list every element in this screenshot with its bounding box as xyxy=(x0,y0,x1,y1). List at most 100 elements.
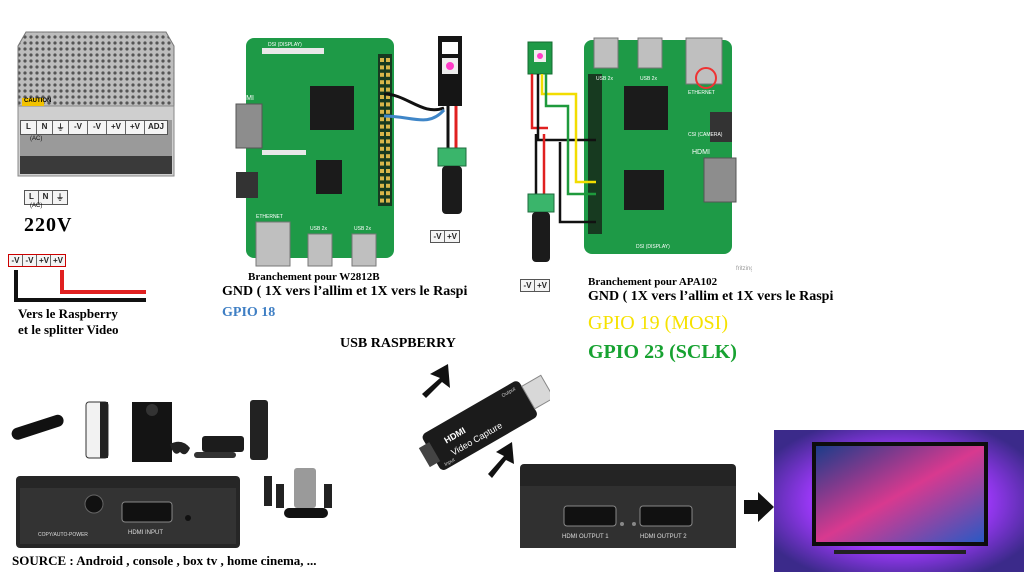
pi-ethernet-label: ETHERNET xyxy=(256,214,283,220)
android-tv-box-icon xyxy=(250,400,268,460)
power-supply: CAUTION L N ⏚ -V -V +V +V ADJ (AC) xyxy=(16,28,176,180)
gpio-pin xyxy=(386,154,390,159)
pi-usb-label: USB 2x xyxy=(310,226,327,232)
gpio-pin xyxy=(386,124,390,129)
apa-terminal-zoom: -V +V xyxy=(520,279,550,292)
pi-usb-label: USB 2x xyxy=(596,76,613,82)
gpio-pin xyxy=(380,139,384,144)
ac-terminal-zoom: L N ⏚ xyxy=(24,190,68,205)
psu-caution-label: CAUTION xyxy=(24,98,52,104)
gpio-pin xyxy=(380,132,384,136)
mosi-wire xyxy=(540,74,596,184)
pi-csi-label: CSI (CAMERA) xyxy=(688,132,723,138)
pi-hdmi-label: HDMI xyxy=(692,149,710,156)
apa102-gpio-mosi: GPIO 19 (MOSI) xyxy=(588,312,728,334)
gpio-pin xyxy=(386,146,390,151)
gpio-pin xyxy=(380,65,384,70)
gnd-wire xyxy=(383,92,445,112)
psu-terminal: ⏚ xyxy=(53,121,69,134)
capture-body xyxy=(422,381,537,470)
gpio-pin xyxy=(386,87,390,92)
video-capture-dongle: HDMI Video Capture Input Output xyxy=(418,364,550,478)
psu-terminal: +V xyxy=(126,121,145,134)
pi-usb-label: USB 2x xyxy=(354,226,371,232)
ws2812b-caption: Branchement pour W2812B xyxy=(248,271,380,283)
gpio-pin xyxy=(380,183,384,188)
gpio-pin xyxy=(380,72,384,77)
ws2812b-gnd-line: GND ( 1X vers l’allim et 1X vers le Rasp… xyxy=(222,284,468,299)
gpio-pin xyxy=(380,146,384,151)
ambilight-tv xyxy=(774,430,1024,572)
gpio-pin xyxy=(380,109,384,114)
sclk-wire xyxy=(544,74,596,196)
gpio-pin xyxy=(380,169,384,173)
splitter-port-label: HDMI OUTPUT 1 xyxy=(562,534,609,540)
psu-terminal: L xyxy=(21,121,37,134)
gpio-pin xyxy=(386,65,390,70)
psu-ac-marking: (AC) xyxy=(30,136,43,142)
tv-box-icon xyxy=(202,436,244,452)
apa102-gpio-sclk: GPIO 23 (SCLK) xyxy=(588,341,737,363)
pi-ethernet-label: ETHERNET xyxy=(688,90,715,96)
hdmi-switch-box: COPY/AUTO-POWER HDMI INPUT xyxy=(16,476,240,548)
gpio-pin xyxy=(386,169,390,173)
dc-terminal: -V xyxy=(23,255,37,266)
gpio-pin xyxy=(386,198,390,203)
pi-dsi-label: DSI (DISPLAY) xyxy=(268,42,302,48)
arrow-right-icon xyxy=(744,492,774,522)
data-wire xyxy=(383,108,446,122)
soc-chip xyxy=(624,86,668,130)
arrow-up-left-icon xyxy=(422,364,450,398)
capture-input-label: Input xyxy=(443,457,456,468)
switch-port-label: COPY/AUTO-POWER xyxy=(38,532,88,538)
pi-dsi-label: DSI (DISPLAY) xyxy=(636,244,670,250)
gpio-pin xyxy=(386,117,390,122)
gpio-pin xyxy=(386,102,390,107)
apa102-caption: Branchement pour APA102 xyxy=(588,276,718,288)
apa102-gnd-line: GND ( 1X vers l’allim et 1X vers le Rasp… xyxy=(588,289,834,304)
dc-terminal: +V xyxy=(51,255,65,266)
usb-raspberry-label: USB RASPBERRY xyxy=(340,336,456,351)
voltage-label: 220V xyxy=(24,214,73,236)
gpio-pin xyxy=(386,139,390,144)
ac-terminal: L xyxy=(25,191,39,204)
fritzing-label: fritzing xyxy=(736,266,752,272)
tv-screen xyxy=(816,446,984,542)
psu-output-wires xyxy=(14,270,146,302)
gamepad-icon xyxy=(170,441,190,455)
gpio-pin xyxy=(380,154,384,159)
dc-jack-connector xyxy=(442,166,462,214)
pi-hdmi-label: HDMI xyxy=(236,95,254,102)
gpio-pin xyxy=(380,176,384,181)
ac-terminal-marking: (AC) xyxy=(30,203,43,209)
gpio-pin xyxy=(380,58,384,62)
red-wire xyxy=(60,270,146,294)
gpio-pin xyxy=(380,87,384,92)
gpio-header xyxy=(588,74,602,234)
switch-port-label: HDMI INPUT xyxy=(128,530,163,536)
source-caption: SOURCE : Android , console , box tv , ho… xyxy=(12,553,317,568)
raspberry-pi-apa102: USB 2x USB 2x ETHERNET CSI (CAMERA) HDMI… xyxy=(527,37,752,272)
ac-terminal: ⏚ xyxy=(53,191,67,204)
dc-terminal-zoom: -V -V +V +V xyxy=(8,254,66,267)
gpio-pin xyxy=(380,117,384,122)
apa-terminal: -V xyxy=(521,280,535,291)
screw-terminal-connector xyxy=(527,193,555,213)
psu-terminal: +V xyxy=(107,121,126,134)
gpio-pin xyxy=(380,191,384,196)
gpio-header xyxy=(378,54,392,206)
gpio-pin xyxy=(380,161,384,166)
soc-chip xyxy=(310,86,354,130)
psu-output-caption-2: et le splitter Video xyxy=(18,322,119,337)
gpio-pin xyxy=(386,80,390,85)
psu-terminal: -V xyxy=(88,121,107,134)
pi-usb-label: USB 2x xyxy=(640,76,657,82)
gpio-pin xyxy=(386,176,390,181)
gpio-pin xyxy=(386,72,390,77)
psu-terminal: ADJ xyxy=(145,121,167,134)
dc-terminal: -V xyxy=(9,255,23,266)
psu-terminal-strip: L N ⏚ -V -V +V +V ADJ xyxy=(20,120,168,135)
gpio-pin xyxy=(380,102,384,107)
streaming-stick-icon xyxy=(11,414,64,440)
gpio-pin xyxy=(380,124,384,129)
